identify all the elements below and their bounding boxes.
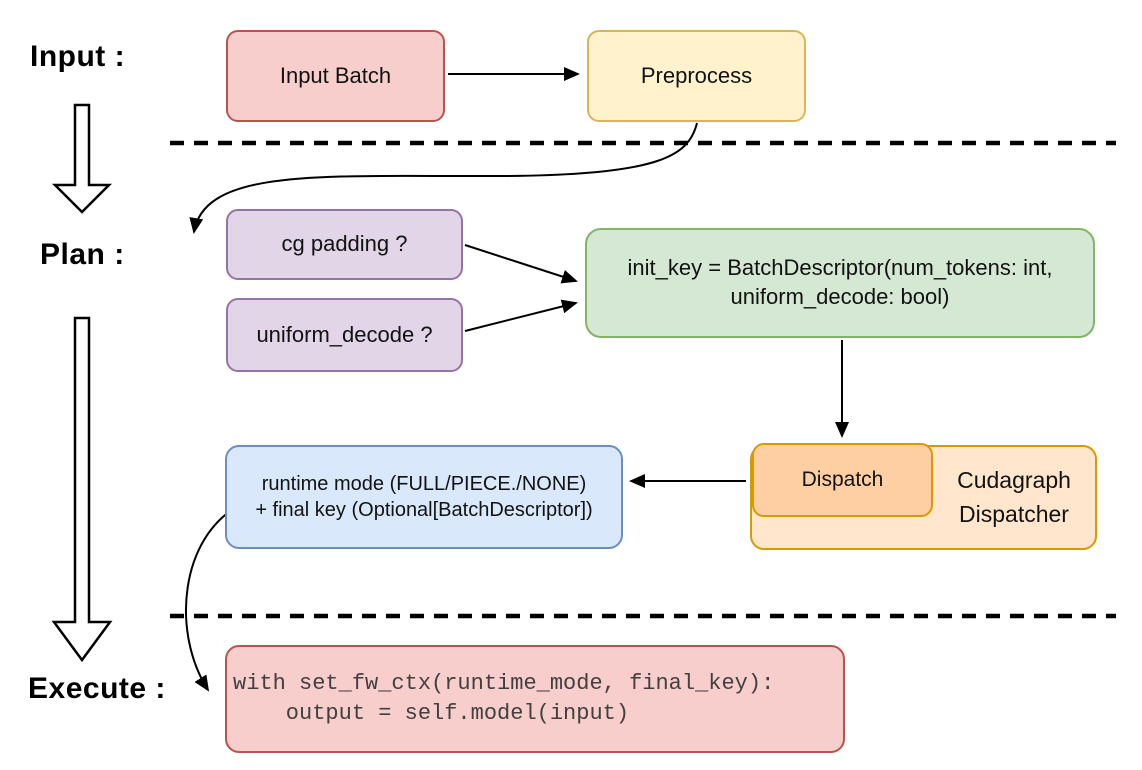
node-init-key-line2: uniform_decode: bool) — [730, 284, 950, 309]
phase-label-plan: Plan : — [40, 238, 125, 271]
phase-label-execute: Execute : — [28, 672, 166, 705]
node-runtime-mode: runtime mode (FULL/PIECE./NONE) + final … — [225, 445, 623, 549]
node-input-batch: Input Batch — [226, 30, 445, 122]
execute-code-line1: with set_fw_ctx(runtime_mode, final_key)… — [233, 671, 775, 696]
node-execute-code: with set_fw_ctx(runtime_mode, final_key)… — [225, 645, 845, 753]
node-preprocess: Preprocess — [587, 30, 806, 122]
execute-code-line2: output = self.model(input) — [233, 701, 630, 726]
dispatcher-label-line1: Cudagraph — [957, 467, 1071, 494]
node-runtime-mode-line2: + final key (Optional[BatchDescriptor]) — [255, 499, 593, 521]
node-init-key: init_key = BatchDescriptor(num_tokens: i… — [585, 228, 1095, 338]
arrow-cgpadding-to-initkey — [464, 244, 578, 284]
node-input-batch-label: Input Batch — [279, 62, 392, 88]
node-runtime-mode-line1: runtime mode (FULL/PIECE./NONE) — [261, 473, 587, 495]
arrow-uniformdecode-to-initkey — [464, 299, 578, 332]
phase-label-input: Input : — [30, 40, 126, 73]
down-arrow-icon-plan-execute — [51, 316, 113, 663]
node-cg-padding-label: cg padding ? — [281, 231, 408, 257]
node-uniform-decode-label: uniform_decode ? — [256, 321, 433, 347]
node-preprocess-label: Preprocess — [640, 62, 753, 88]
node-dispatch-label: Dispatch — [801, 468, 884, 492]
down-arrow-icon-input-plan — [51, 103, 113, 214]
node-init-key-line1: init_key = BatchDescriptor(num_tokens: i… — [627, 255, 1053, 281]
node-cg-padding: cg padding ? — [226, 209, 463, 280]
dispatcher-label-line2: Dispatcher — [959, 500, 1069, 527]
node-uniform-decode: uniform_decode ? — [226, 298, 463, 372]
node-cudagraph-dispatcher-label: Cudagraph Dispatcher — [930, 447, 1098, 548]
node-dispatch: Dispatch — [752, 443, 933, 517]
